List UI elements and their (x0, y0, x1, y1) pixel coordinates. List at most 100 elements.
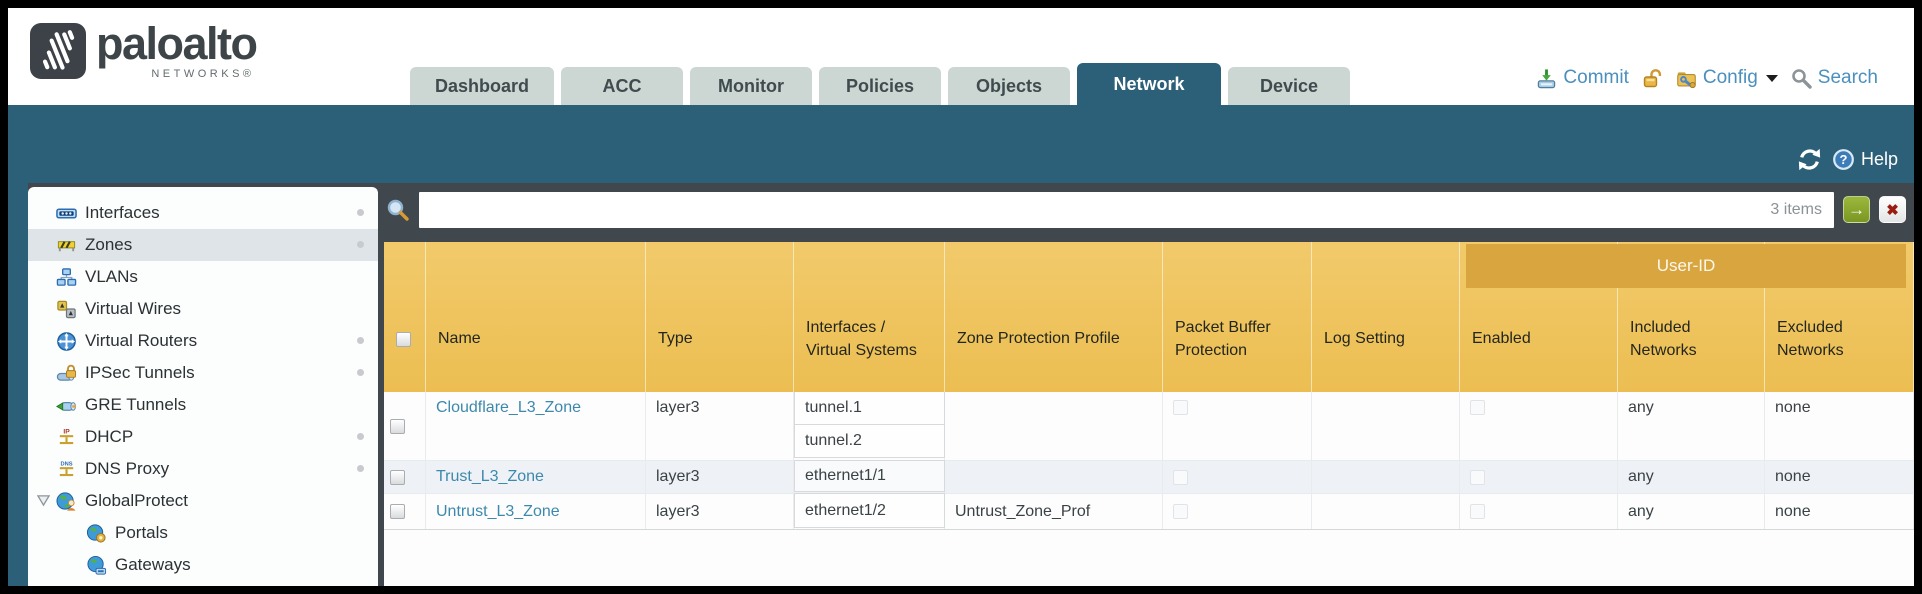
sidebar-item-zones[interactable]: Zones (28, 229, 378, 261)
zone-name-link[interactable]: Trust_L3_Zone (436, 468, 544, 485)
select-all-checkbox[interactable] (396, 331, 411, 347)
row-select-cell (384, 461, 426, 493)
help-icon: ? (1833, 149, 1854, 170)
filter-input[interactable] (419, 191, 1771, 228)
log-setting-cell (1312, 461, 1460, 493)
sidebar-item-interfaces[interactable]: Interfaces (28, 197, 378, 229)
sidebar-label: Virtual Wires (85, 299, 182, 318)
table-row: Cloudflare_L3_Zone layer3 tunnel.1 tunne… (384, 391, 1914, 461)
row-select-cell (384, 392, 426, 460)
column-header-enabled[interactable]: Enabled (1460, 242, 1618, 392)
dhcp-icon: IP (59, 428, 74, 444)
portals-icon (86, 523, 106, 543)
column-header-log-setting[interactable]: Log Setting (1312, 242, 1460, 392)
zone-type: layer3 (656, 399, 700, 416)
filter-search-icon (387, 199, 409, 221)
packet-buffer-checkbox[interactable] (1173, 469, 1188, 485)
interface-box: ethernet1/2 (794, 493, 945, 528)
zone-type-cell: layer3 (646, 392, 794, 460)
tab-policies[interactable]: Policies (819, 67, 941, 105)
toolbar-right: ? Help (1797, 147, 1898, 172)
tab-acc[interactable]: ACC (561, 67, 683, 105)
tab-monitor[interactable]: Monitor (690, 67, 812, 105)
user-id-enabled-checkbox[interactable] (1470, 400, 1485, 415)
sidebar-label: Gateways (115, 555, 191, 574)
lock-icon[interactable] (1642, 68, 1663, 89)
column-header-excluded-networks[interactable]: Excluded Networks (1765, 242, 1914, 392)
tab-dashboard[interactable]: Dashboard (410, 67, 554, 105)
zone-interfaces-cell: tunnel.1 tunnel.2 (794, 391, 945, 460)
sidebar-label: Zones (85, 235, 133, 254)
column-header-included-networks[interactable]: Included Networks (1618, 242, 1765, 392)
tab-device[interactable]: Device (1228, 67, 1350, 105)
user-id-enabled-cell (1460, 461, 1618, 493)
packet-buffer-checkbox[interactable] (1173, 504, 1188, 519)
packet-buffer-cell (1163, 494, 1312, 529)
search-icon (1791, 68, 1812, 89)
item-dot (357, 337, 364, 344)
column-header-interfaces[interactable]: Interfaces / Virtual Systems (794, 242, 945, 392)
dns-proxy-icon: DNS (59, 461, 74, 476)
zone-name-cell: Untrust_L3_Zone (426, 494, 646, 529)
sidebar-item-portals[interactable]: Portals (28, 517, 378, 549)
expander-open-icon[interactable] (36, 494, 51, 507)
tab-objects[interactable]: Objects (948, 67, 1070, 105)
apply-filter-button[interactable]: → (1843, 196, 1870, 223)
gateways-icon (87, 555, 107, 575)
sidebar-item-virtual-wires[interactable]: Virtual Wires (28, 293, 378, 325)
included-networks-value: any (1628, 399, 1654, 416)
sidebar-item-gateways[interactable]: Gateways (28, 549, 378, 581)
chevron-down-icon (1765, 74, 1778, 82)
gre-tunnels-icon (56, 401, 77, 411)
column-header-name[interactable]: Name (426, 242, 646, 392)
row-select-cell (384, 494, 426, 529)
sidebar-item-dhcp[interactable]: IP DHCP (28, 421, 378, 453)
interface-box: tunnel.2 (794, 424, 945, 458)
packet-buffer-checkbox[interactable] (1173, 400, 1188, 415)
packet-buffer-cell (1163, 461, 1312, 493)
help-button[interactable]: ? Help (1832, 148, 1898, 171)
user-id-enabled-cell (1460, 494, 1618, 529)
sidebar-item-vlans[interactable]: VLANs (28, 261, 378, 293)
config-dropdown[interactable]: Config (1676, 67, 1778, 89)
column-header-type[interactable]: Type (646, 242, 794, 392)
sidebar-item-gre-tunnels[interactable]: GRE Tunnels (28, 389, 378, 421)
teal-toolbar: ? Help (8, 105, 1914, 183)
sidebar-item-dns-proxy[interactable]: DNS DNS Proxy (28, 453, 378, 485)
row-checkbox[interactable] (390, 418, 405, 434)
zone-protection-cell (945, 461, 1163, 493)
search-menu-button[interactable]: Search (1791, 67, 1878, 89)
svg-text:?: ? (1839, 152, 1847, 167)
zone-name-link[interactable]: Cloudflare_L3_Zone (436, 399, 581, 416)
sidebar-item-virtual-routers[interactable]: Virtual Routers (28, 325, 378, 357)
column-header-packet-buffer-protection[interactable]: Packet Buffer Protection (1163, 242, 1312, 392)
row-checkbox[interactable] (390, 469, 405, 485)
commit-icon (1538, 68, 1556, 88)
interface-name: ethernet1/1 (805, 467, 886, 484)
filter-input-box: 3 items (419, 191, 1834, 228)
user-id-enabled-checkbox[interactable] (1470, 504, 1485, 519)
zone-name-link[interactable]: Untrust_L3_Zone (436, 502, 560, 520)
clear-filter-button[interactable]: ✖ (1879, 196, 1906, 223)
sidebar-label: GlobalProtect (85, 491, 188, 510)
row-checkbox[interactable] (390, 504, 405, 519)
zone-name-cell: Trust_L3_Zone (426, 461, 646, 493)
sidebar-item-globalprotect[interactable]: GlobalProtect (28, 485, 378, 517)
sidebar-item-ipsec-tunnels[interactable]: IPSec Tunnels (28, 357, 378, 389)
included-networks-cell: any (1618, 461, 1765, 493)
svg-text:DNS: DNS (60, 461, 72, 467)
interface-name: tunnel.1 (805, 399, 862, 416)
log-setting-cell (1312, 494, 1460, 529)
zone-interfaces-cell: ethernet1/1 (794, 460, 945, 493)
column-header-zone-protection-profile[interactable]: Zone Protection Profile (945, 242, 1163, 392)
interface-name: ethernet1/2 (805, 501, 886, 519)
tab-network[interactable]: Network (1077, 63, 1221, 105)
refresh-icon[interactable] (1797, 147, 1822, 172)
included-networks-cell: any (1618, 494, 1765, 529)
excluded-networks-cell: none (1765, 392, 1914, 460)
included-networks-cell: any (1618, 392, 1765, 460)
commit-button[interactable]: Commit (1536, 67, 1629, 89)
help-label: Help (1860, 149, 1898, 169)
user-id-enabled-checkbox[interactable] (1470, 469, 1485, 485)
